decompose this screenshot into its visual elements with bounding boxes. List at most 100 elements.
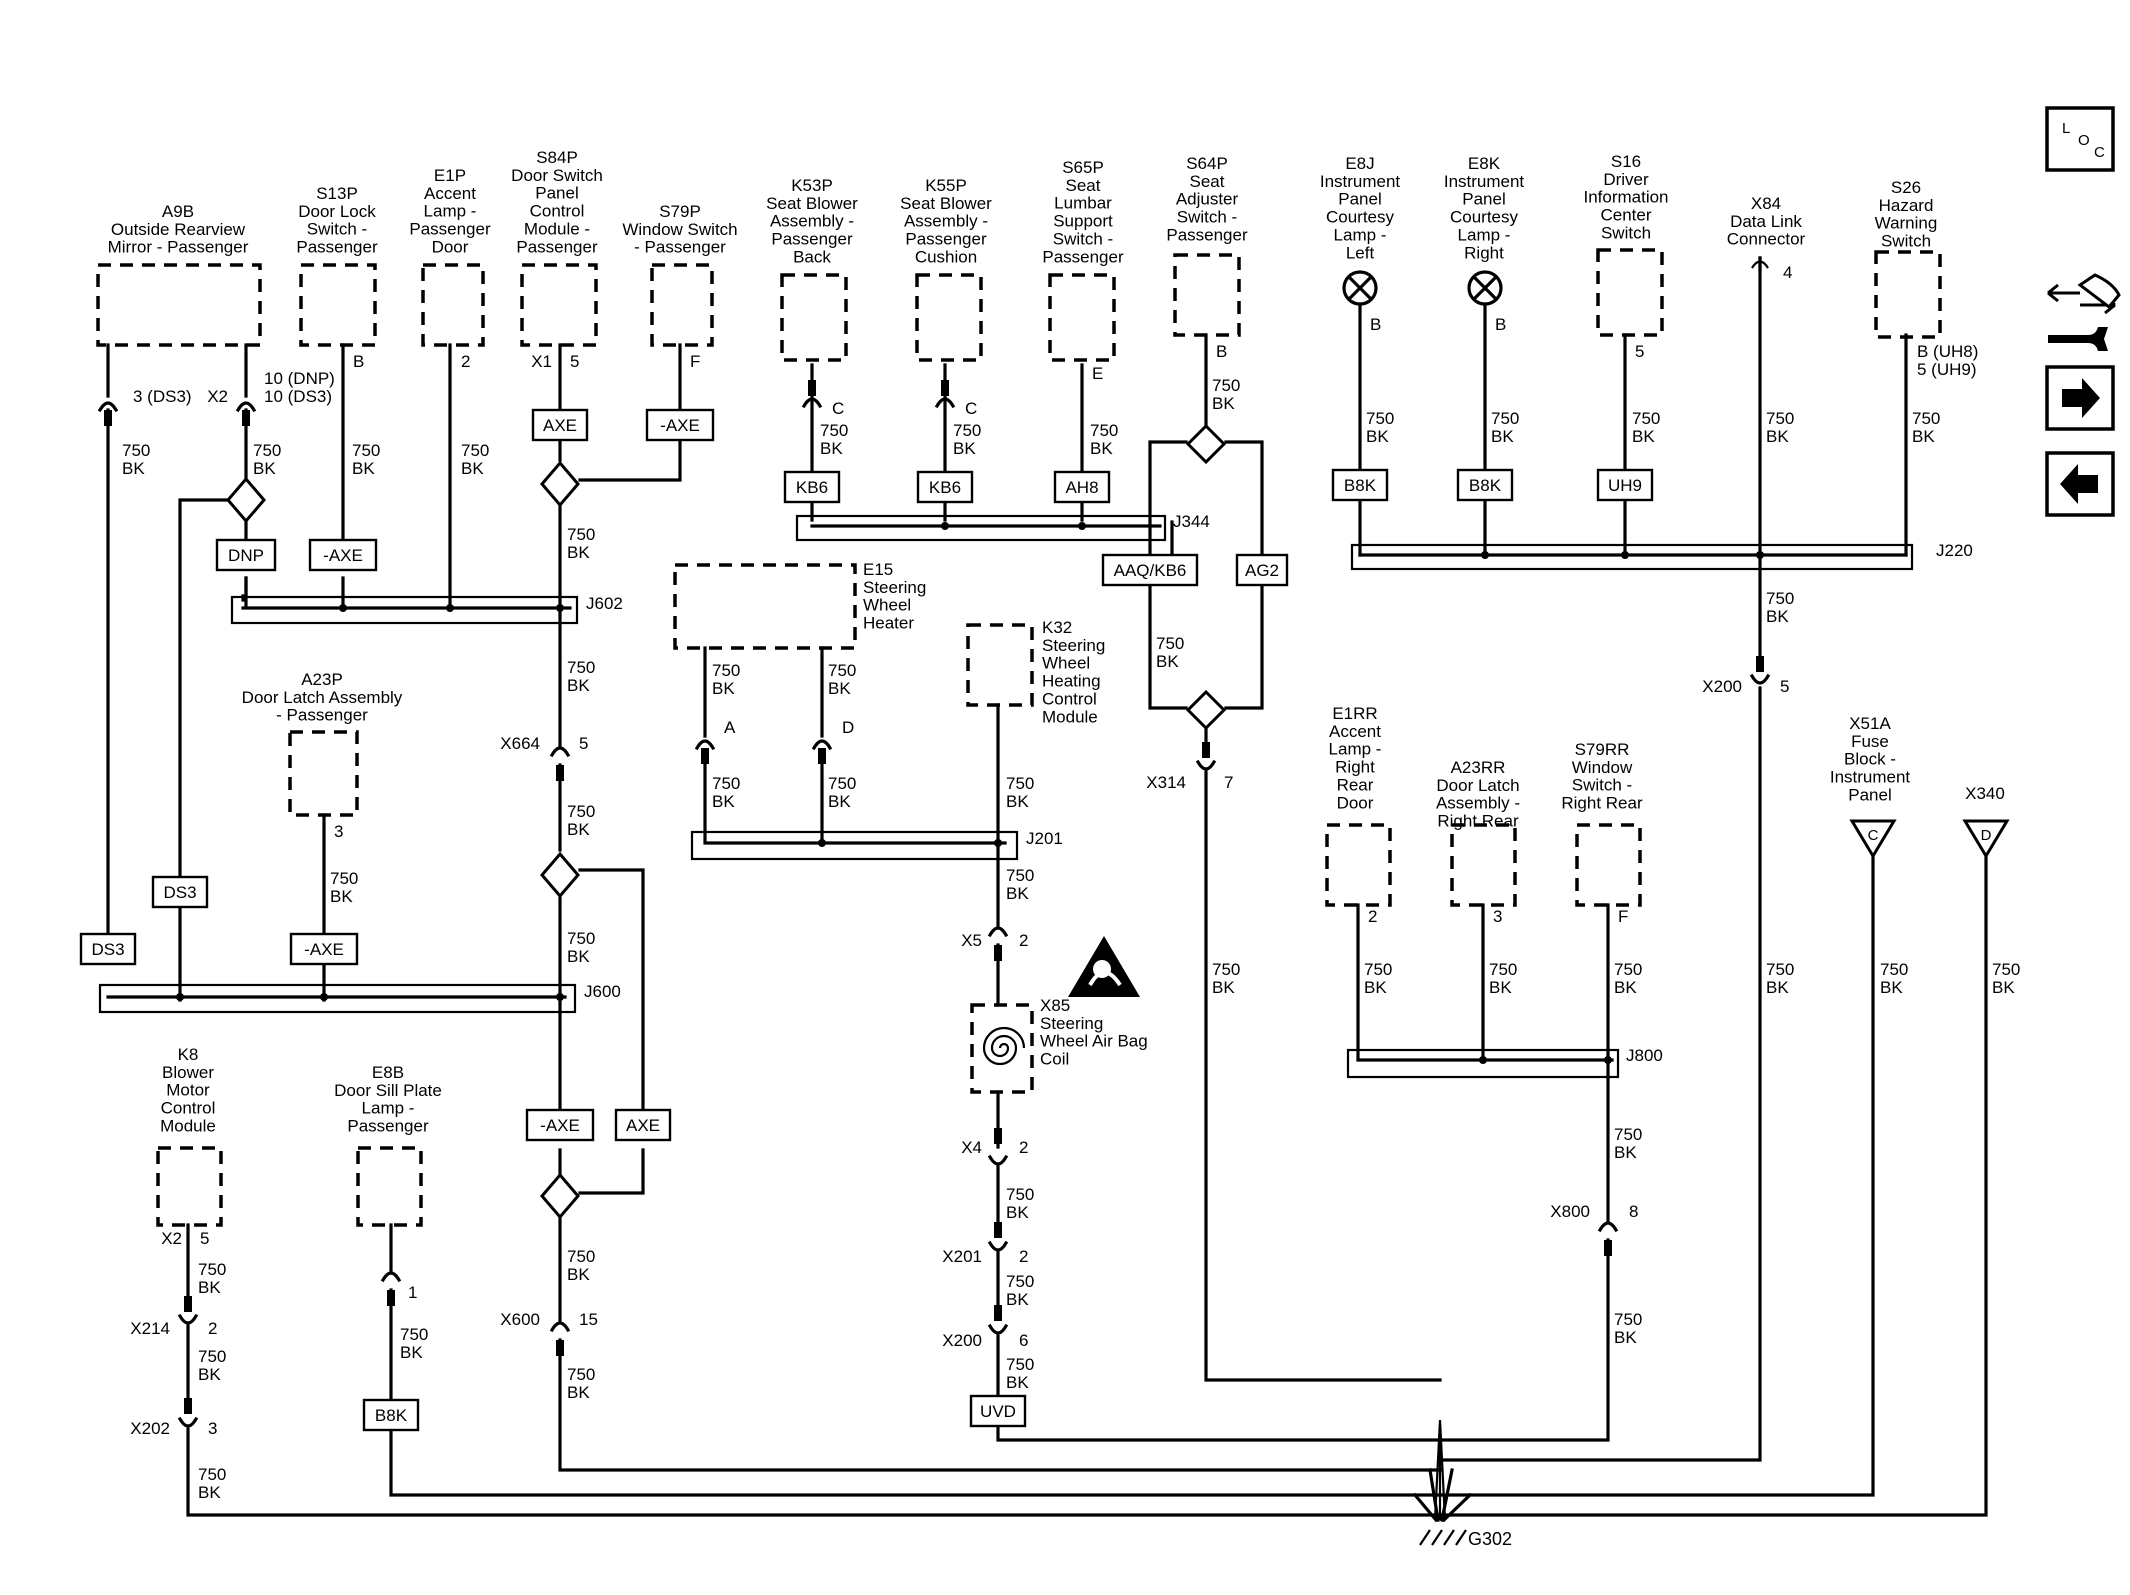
svg-text:C: C <box>1868 827 1879 844</box>
connector-ids: X664 X5 X4 X201 X200 X600 X314 X200 X800… <box>130 352 1742 1438</box>
prev-arrow-icon[interactable] <box>2045 451 2115 517</box>
pin-e1p: 2 <box>461 352 470 371</box>
pin-s16: 5 <box>1635 342 1644 361</box>
splice-j602: J602 <box>586 594 623 613</box>
loc-icon: L <box>2062 120 2070 137</box>
pin-x800: 8 <box>1629 1202 1638 1221</box>
pin-s13p: B <box>353 352 364 371</box>
option-uvd: UVD <box>969 1394 1027 1428</box>
next-arrow-icon[interactable] <box>2045 365 2115 431</box>
option-b8k-e8j: B8K <box>1331 468 1389 502</box>
inline-connectors <box>97 380 1771 1428</box>
pin-e1rr: 2 <box>1368 907 1377 926</box>
connector-x200-k32: X200 <box>942 1331 982 1350</box>
pin-e15-d: D <box>842 718 854 737</box>
connector-x600: X600 <box>500 1310 540 1329</box>
x51a-terminal-icon: C <box>1849 819 1897 859</box>
pin-s84p: 5 <box>570 352 579 371</box>
pin-k55p: C <box>965 399 977 418</box>
pin-x200-k32: 6 <box>1019 1331 1028 1350</box>
svg-text:C: C <box>2094 144 2105 161</box>
svg-text:AXE: AXE <box>543 416 577 435</box>
connector-x1-s84p: X1 <box>531 352 552 371</box>
pin-k53p: C <box>832 399 844 418</box>
svg-text:-AXE: -AXE <box>304 940 344 959</box>
splice-j201: J201 <box>1026 829 1063 848</box>
svg-text:DNP: DNP <box>228 546 264 565</box>
connector-x202: X202 <box>130 1419 170 1438</box>
loc-button[interactable]: L O C <box>2045 106 2115 172</box>
connector-x214: X214 <box>130 1319 170 1338</box>
pin-a9b-10: 10 (DNP)10 (DS3) <box>264 369 335 406</box>
svg-text:O: O <box>2078 132 2090 149</box>
svg-text:-AXE: -AXE <box>660 416 700 435</box>
connector-x200-x84: X200 <box>1702 677 1742 696</box>
svg-text:-AXE: -AXE <box>540 1116 580 1135</box>
option-aaq-kb6: AAQ/KB6 <box>1101 553 1199 587</box>
pin-x214: 2 <box>208 1319 217 1338</box>
option-ah8: AH8 <box>1053 470 1111 504</box>
pin-s79rr: F <box>1618 907 1628 926</box>
pin-e8b: 1 <box>408 1283 417 1302</box>
pin-x84: 4 <box>1783 263 1792 282</box>
ground-g302: G302 <box>1412 1419 1512 1549</box>
airbag-warning-icon <box>1068 936 1140 997</box>
option-kb6-back: KB6 <box>783 470 841 504</box>
svg-text:KB6: KB6 <box>796 478 828 497</box>
connector-x314: X314 <box>1146 773 1186 792</box>
option-ds3-lower: DS3 <box>79 932 137 966</box>
ground-label: G302 <box>1468 1529 1512 1549</box>
pin-x664: 5 <box>579 734 588 753</box>
wires <box>106 256 1988 1517</box>
pin-x200-x84: 5 <box>1780 677 1789 696</box>
option-dnp: DNP <box>215 538 277 572</box>
pin-x202: 3 <box>208 1419 217 1438</box>
connector-x664: X664 <box>500 734 540 753</box>
pin-s26: B (UH8)5 (UH9) <box>1917 342 1978 379</box>
connector-x2-a9b: X2 <box>207 387 228 406</box>
lamp-e8k-icon <box>1467 270 1503 306</box>
tools-icon[interactable] <box>2047 273 2121 351</box>
svg-text:DS3: DS3 <box>163 883 196 902</box>
option-b8k-e8b: B8K <box>362 1398 420 1432</box>
